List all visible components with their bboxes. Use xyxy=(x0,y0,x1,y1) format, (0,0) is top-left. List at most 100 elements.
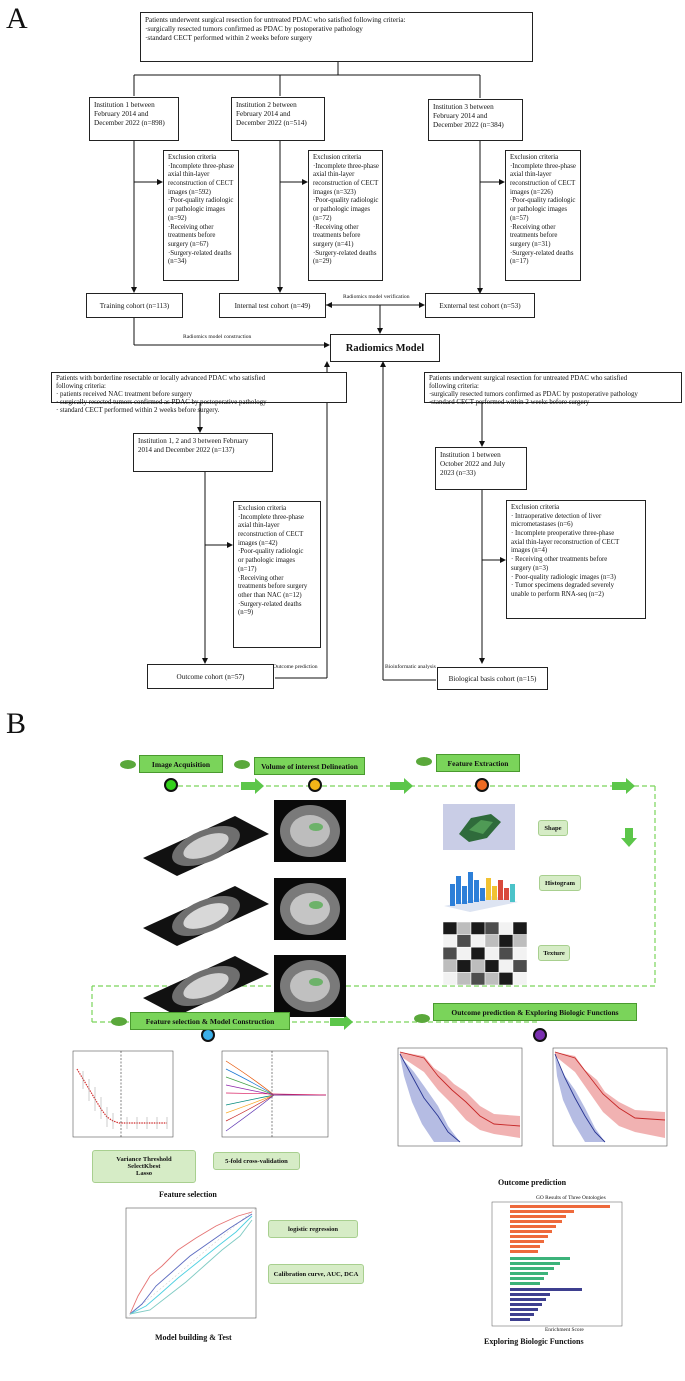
excl-line: (n=17) xyxy=(510,258,529,266)
institution-1-bio-box: Institution 1 between October 2022 and J… xyxy=(435,447,527,490)
excl-line: ·Surgery-related deaths xyxy=(238,600,302,608)
exclusion-box-nac: Exclusion criteria ·Incomplete three-pha… xyxy=(233,501,321,648)
cloud-icon xyxy=(111,1017,127,1026)
inst-line: December 2022 (n=514) xyxy=(236,119,307,128)
nac-criteria-box: Patients with borderline resectable or l… xyxy=(51,372,347,414)
inst-line: Institution 3 between xyxy=(433,103,494,111)
training-cohort-box: Training cohort (n=113) xyxy=(86,293,183,318)
excl-line: (n=57) xyxy=(510,214,529,222)
excl-line: ·Incomplete three-phase xyxy=(238,513,304,521)
excl-line: or pathologic images xyxy=(168,206,226,214)
institution-123-box: Institution 1, 2 and 3 between February … xyxy=(133,433,273,472)
excl-line: ·Receiving other xyxy=(168,223,214,231)
step-feature-extraction: Feature Extraction xyxy=(436,754,520,772)
step-feature-selection: Feature selection & Model Construction xyxy=(130,1012,290,1030)
shape-label: Shape xyxy=(538,820,568,836)
pin-icon xyxy=(308,778,322,792)
model-building-caption: Model building & Test xyxy=(155,1333,232,1342)
inst-line: Institution 1, 2 and 3 between February xyxy=(138,437,249,445)
excl-line: images (n=226) xyxy=(510,188,553,196)
excl-line: or pathologic images xyxy=(510,206,568,214)
excl-line: ·Receiving other xyxy=(238,574,284,582)
institution-2-box: Institution 2 between February 2014 and … xyxy=(231,97,325,141)
criteria-line: following criteria: xyxy=(56,382,106,390)
inclusion-criteria-box: Patients underwent surgical resection fo… xyxy=(140,12,533,62)
shape-3d-render xyxy=(443,804,515,850)
feature-selection-caption: Feature selection xyxy=(159,1190,217,1199)
criteria-line: Patients with borderline resectable or l… xyxy=(56,375,266,382)
excl-line: Exclusion criteria xyxy=(511,504,560,511)
excl-line: other than NAC (n=12) xyxy=(238,591,302,599)
outcome-prediction-caption: Outcome prediction xyxy=(498,1178,567,1187)
step-outcome-biology: Outcome prediction & Exploring Biologic … xyxy=(433,1003,637,1021)
excl-line: axial thin-layer xyxy=(168,171,210,179)
inst-line: February 2014 and xyxy=(94,110,149,119)
cloud-icon xyxy=(414,1014,430,1023)
excl-line: ·Incomplete three-phase xyxy=(510,162,576,170)
exclusion-box-1: Exclusion criteria ·Incomplete three-pha… xyxy=(163,150,239,281)
histogram-3d-render xyxy=(444,872,518,912)
pin-icon xyxy=(475,778,489,792)
texture-matrix xyxy=(442,921,528,986)
criteria-line: following criteria: xyxy=(429,382,479,390)
bio-cohort-box: Biological basis cohort (n=15) xyxy=(437,667,548,690)
inst-line: Institution 2 between xyxy=(236,101,297,109)
excl-line: surgery (n=3) xyxy=(511,564,549,572)
criteria-line: ·surgically resected tumors confirmed as… xyxy=(145,25,363,34)
excl-line: ·Poor-quality radiologic xyxy=(313,197,379,205)
excl-line: · Incomplete preoperative three-phase xyxy=(511,530,615,538)
excl-line: axial thin-layer xyxy=(238,522,280,530)
excl-line: treatments before xyxy=(510,232,558,240)
excl-line: ·Poor-quality radiologic xyxy=(238,548,304,556)
survival-curve-plot-1 xyxy=(397,1047,523,1147)
excl-line: axial thin-layer reconstruction of CECT xyxy=(511,538,620,546)
excl-line: · Receiving other treatments before xyxy=(511,556,608,564)
excl-line: treatments before surgery xyxy=(238,583,308,591)
verification-label: Radiomics model verification xyxy=(343,294,410,300)
outcome-cohort-box: Outcome cohort (n=57) xyxy=(147,664,274,689)
excl-line: images (n=592) xyxy=(168,188,211,196)
criteria-line: ·standard CECT performed within 2 weeks … xyxy=(145,34,313,43)
excl-line: images (n=4) xyxy=(511,547,548,555)
exclusion-box-bio: Exclusion criteria · Intraoperative dete… xyxy=(506,500,646,619)
excl-line: ·Poor-quality radiologic xyxy=(168,197,234,205)
cloud-icon xyxy=(416,757,432,766)
inst-line: October 2022 and July xyxy=(440,460,506,469)
cloud-icon xyxy=(120,760,136,769)
inst-line: Institution 1 between xyxy=(94,101,155,109)
method-item: SelectKbest xyxy=(127,1162,161,1170)
ct-slice-stack xyxy=(143,816,269,1016)
excl-line: Exclusion criteria xyxy=(238,505,287,512)
inst-line: 2014 and December 2022 (n=137) xyxy=(138,445,235,454)
step-voi-delineation: Volume of interest Delineation xyxy=(254,757,365,775)
criteria-line: ·standard CECT performed within 2 weeks … xyxy=(429,398,590,406)
inst-line: February 2014 and xyxy=(433,112,488,121)
external-test-cohort-box: Exnternal test cohort (n=53) xyxy=(425,293,535,318)
flow-arrow xyxy=(330,1014,353,1030)
exclusion-box-3: Exclusion criteria ·Incomplete three-pha… xyxy=(505,150,581,281)
flowchart-connectors xyxy=(131,61,506,681)
outcome-prediction-label: Outcome prediction xyxy=(273,664,318,670)
excl-line: ·Surgery-related deaths xyxy=(313,249,377,257)
excl-line: · Poor-quality radiologic images (n=3) xyxy=(511,573,616,581)
excl-line: reconstruction of CECT xyxy=(510,180,576,188)
inst-line: December 2022 (n=384) xyxy=(433,121,504,130)
criteria-line: Patients underwent surgical resection fo… xyxy=(145,16,406,24)
cloud-icon xyxy=(234,760,250,769)
step-image-acquisition: Image Acquisition xyxy=(139,755,223,773)
excl-line: reconstruction of CECT xyxy=(238,531,304,539)
excl-line: axial thin-layer xyxy=(510,171,552,179)
radiomics-model-box: Radiomics Model xyxy=(330,334,440,362)
excl-line: Exclusion criteria xyxy=(510,154,559,161)
exclusion-box-2: Exclusion criteria ·Incomplete three-pha… xyxy=(308,150,383,281)
roc-curves-plot xyxy=(125,1207,257,1319)
flow-arrow xyxy=(241,778,264,794)
method-item: Lasso xyxy=(135,1170,153,1178)
excl-line: surgery (n=41) xyxy=(313,240,354,248)
criteria-line: · standard CECT performed within 2 weeks… xyxy=(56,406,220,414)
excl-line: Exclusion criteria xyxy=(313,154,362,161)
panel-a-letter: A xyxy=(6,2,28,35)
criteria-line: Patients underwent surgical resection fo… xyxy=(429,375,628,382)
texture-label: Texture xyxy=(538,945,570,961)
excl-line: reconstruction of CECT xyxy=(168,180,234,188)
